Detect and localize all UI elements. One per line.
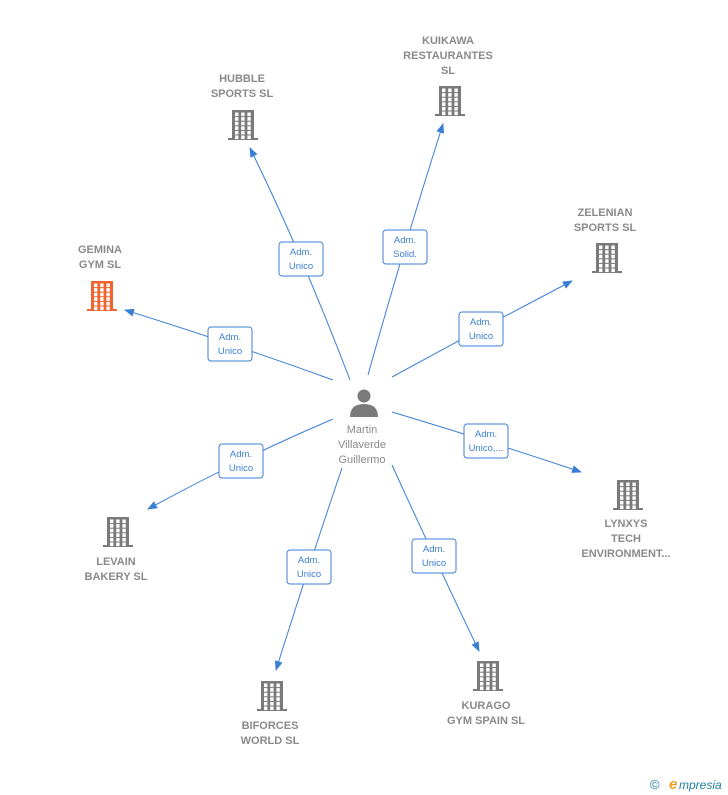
- company-name-line: BIFORCES: [242, 720, 299, 732]
- edge-label-text: Unico: [297, 569, 321, 580]
- building-icon: [257, 681, 287, 711]
- person-name-line: Villaverde: [338, 439, 386, 451]
- edge-label-text: Adm.: [475, 429, 497, 440]
- edge-label-text: Adm.: [298, 555, 320, 566]
- building-icon: [592, 243, 622, 273]
- person-name-line: Guillermo: [338, 454, 385, 466]
- edge-kuikawa[interactable]: Adm. Solid.: [367, 123, 445, 376]
- building-icon: [87, 281, 117, 311]
- edge-label-text: Adm.: [230, 449, 252, 460]
- footer-brand[interactable]: © e mpresia: [650, 776, 722, 793]
- company-name-line: GYM SPAIN SL: [447, 715, 525, 727]
- company-name-line: ENVIRONMENT...: [581, 548, 670, 560]
- company-node-kurago[interactable]: KURAGO GYM SPAIN SL: [447, 661, 525, 727]
- edge-label-box[interactable]: [463, 423, 509, 459]
- company-name-line: KURAGO: [462, 700, 511, 712]
- edge-label-text: Adm.: [423, 544, 445, 555]
- company-node-kuikawa[interactable]: KUIKAWA RESTAURANTES SL: [403, 35, 493, 116]
- building-icon: [613, 480, 643, 510]
- edge-label-text: Adm.: [290, 247, 312, 258]
- company-name-line: LYNXYS: [604, 518, 647, 530]
- company-node-gemina[interactable]: GEMINA GYM SL: [78, 244, 122, 311]
- building-icon: [435, 86, 465, 116]
- building-icon: [228, 110, 258, 140]
- edges-layer: Adm.UnicoAdm.Solid.Adm.UnicoAdm.UnicoAdm…: [124, 123, 582, 671]
- edge-label-box[interactable]: [278, 241, 324, 277]
- edge-label-text: Unico: [229, 463, 253, 474]
- edge-hubble[interactable]: Adm. Unico: [249, 147, 351, 381]
- edge-label-box[interactable]: [286, 549, 332, 585]
- company-node-hubble[interactable]: HUBBLE SPORTS SL: [211, 73, 274, 140]
- edge-label-box[interactable]: [411, 538, 457, 574]
- edge-label-text: Unico: [469, 331, 493, 342]
- person-icon: [350, 389, 378, 417]
- edge-label-text: Unico: [422, 558, 446, 569]
- company-name-line: GEMINA: [78, 244, 122, 256]
- company-node-lynxys[interactable]: LYNXYS TECH ENVIRONMENT...: [581, 480, 671, 560]
- edge-label-text: Adm.: [219, 332, 241, 343]
- nodes-layer: HUBBLE SPORTS SL KUIKAWA RESTAURANTES SL ZELE…: [78, 35, 671, 747]
- company-name-line: SPORTS SL: [211, 88, 274, 100]
- company-name-line: WORLD SL: [241, 735, 300, 747]
- building-icon: [473, 661, 503, 691]
- company-name-line: RESTAURANTES: [403, 50, 493, 62]
- company-name-line: SPORTS SL: [574, 222, 637, 234]
- edge-zelenian[interactable]: Adm. Unico: [391, 280, 573, 378]
- company-name-line: TECH: [611, 533, 641, 545]
- edge-label-text: Solid.: [393, 249, 417, 260]
- edge-label-text: Adm.: [394, 235, 416, 246]
- edge-label-box[interactable]: [207, 326, 253, 362]
- company-name-line: SL: [441, 65, 455, 77]
- company-node-zelenian[interactable]: ZELENIAN SPORTS SL: [574, 207, 637, 273]
- company-name-line: GYM SL: [79, 259, 121, 271]
- company-name-line: KUIKAWA: [422, 35, 474, 47]
- edge-kurago[interactable]: Adm. Unico: [391, 464, 480, 652]
- brand-initial: e: [669, 776, 677, 793]
- edge-label-box[interactable]: [382, 229, 428, 265]
- edge-label-text: Adm.: [470, 317, 492, 328]
- edge-gemina[interactable]: Adm. Unico: [124, 308, 334, 381]
- edge-label-box[interactable]: [218, 443, 264, 479]
- edge-label-text: Unico: [289, 261, 313, 272]
- edge-biforces[interactable]: Adm. Unico: [274, 467, 343, 671]
- company-name-line: LEVAIN: [96, 556, 136, 568]
- company-node-biforces[interactable]: BIFORCES WORLD SL: [241, 681, 300, 747]
- building-icon: [103, 517, 133, 547]
- brand-name: mpresia: [679, 778, 722, 792]
- copyright-symbol: ©: [650, 777, 660, 792]
- person-name-line: Martin: [347, 424, 378, 436]
- edge-levain[interactable]: Adm. Unico: [147, 418, 334, 510]
- company-node-levain[interactable]: LEVAIN BAKERY SL: [85, 517, 148, 583]
- edge-label-text: Unico,...: [469, 443, 504, 454]
- edge-lynxys[interactable]: Adm. Unico,...: [391, 411, 582, 473]
- company-name-line: BAKERY SL: [85, 571, 148, 583]
- company-name-line: HUBBLE: [219, 73, 265, 85]
- edge-label-text: Unico: [218, 346, 242, 357]
- edge-label-box[interactable]: [458, 311, 504, 347]
- company-name-line: ZELENIAN: [578, 207, 633, 219]
